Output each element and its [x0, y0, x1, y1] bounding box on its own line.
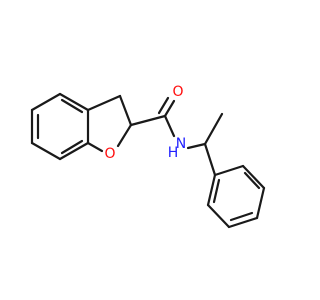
bond [30, 141, 62, 161]
bond [227, 216, 259, 229]
bond [86, 94, 122, 112]
bond [86, 141, 104, 153]
double-bond-inner [229, 211, 254, 222]
bond [58, 92, 90, 112]
molecule-canvas: O O N H [30, 84, 266, 229]
bond [163, 99, 176, 118]
double-bond-inner [212, 178, 221, 204]
bond [116, 123, 133, 148]
benzene-ring-left [30, 92, 90, 161]
amide-hydrogen-label: H [168, 145, 179, 161]
bond [30, 92, 62, 112]
bond [213, 164, 245, 177]
amide-nitrogen-label: N [176, 136, 186, 152]
bond [118, 94, 133, 127]
benzene-ring-right [206, 164, 266, 229]
bond [206, 173, 217, 207]
methyl-bond [203, 112, 224, 146]
molecule-structure: O O N H [30, 84, 266, 229]
double-bond [157, 96, 170, 115]
amide-group [129, 96, 207, 150]
double-bond-inner [60, 98, 84, 114]
carbonyl-oxygen-label: O [172, 84, 183, 100]
bond [241, 164, 266, 190]
bond [255, 186, 266, 220]
dihydrofuran-ring [86, 94, 133, 153]
bond [186, 142, 207, 150]
double-bond-inner [243, 171, 261, 190]
bond [203, 142, 217, 177]
double-bond-inner [60, 139, 84, 155]
bond [129, 114, 167, 127]
bond [163, 114, 176, 138]
bond [58, 141, 90, 161]
ring-oxygen-label: O [104, 146, 115, 162]
ethyl-branch [203, 112, 224, 177]
bond [206, 203, 231, 229]
